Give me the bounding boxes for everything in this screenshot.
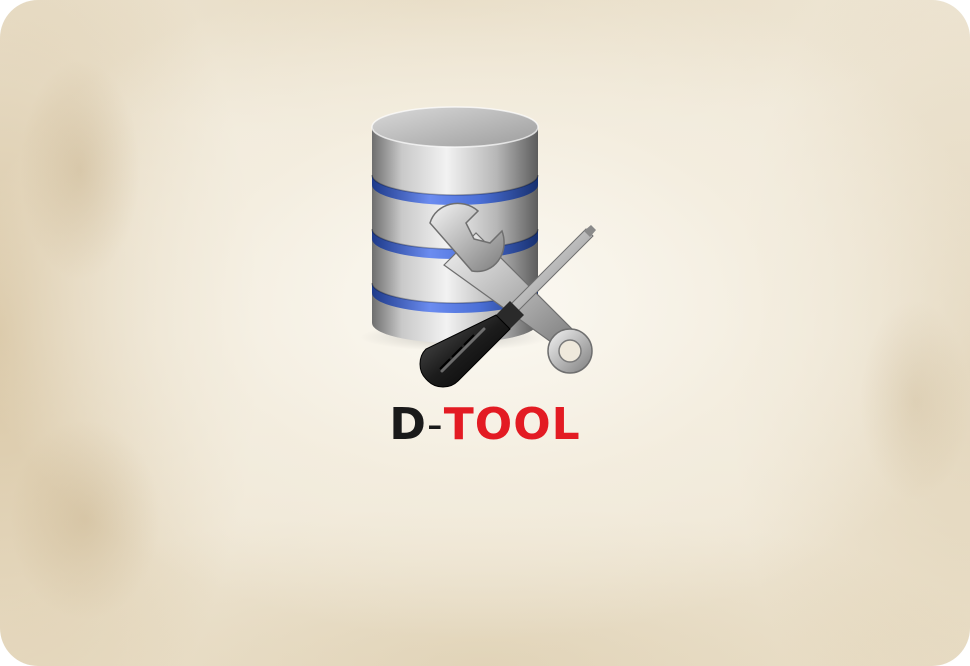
brand-suffix: TOOL: [443, 399, 581, 450]
brand-separator: -: [426, 399, 444, 450]
paper-stain: [20, 60, 140, 280]
wrench-icon: [429, 202, 593, 374]
brand-prefix: D: [389, 399, 427, 450]
screwdriver-icon: [419, 225, 596, 388]
paper-stain: [10, 420, 160, 620]
database-tools-icon: [360, 105, 610, 390]
brand-logo-text: D-TOOL: [0, 400, 970, 450]
